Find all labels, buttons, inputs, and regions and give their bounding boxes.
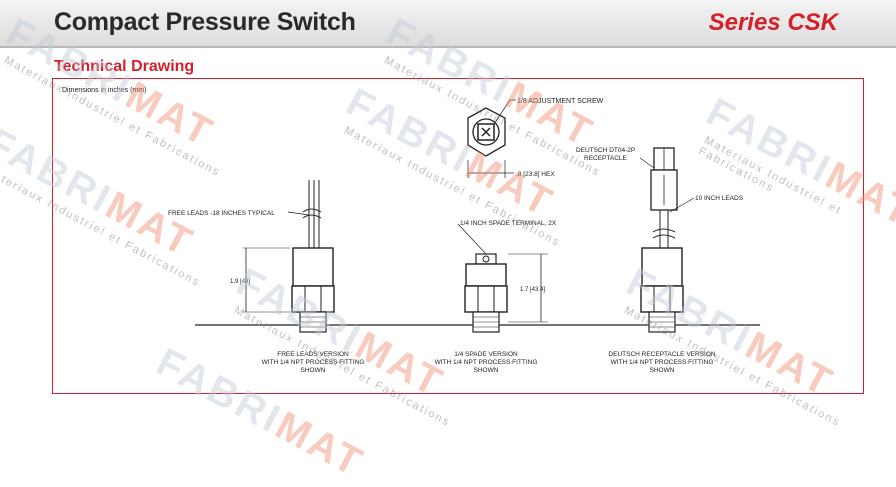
free-leads-caption-2: WITH 1/4 NPT PROCESS FITTING	[262, 359, 365, 366]
free-leads-caption-1: FREE LEADS VERSION	[277, 351, 349, 358]
spade-height-label: 1.7 [43.4]	[520, 287, 545, 293]
series-label: Series CSK	[708, 9, 838, 36]
dimensions-note: Dimensions in inches (mm)	[62, 87, 147, 94]
page-title: Compact Pressure Switch	[54, 8, 356, 36]
drawing-frame	[52, 78, 864, 394]
deutsch-caption-1: DEUTSCH RECEPTACLE VERSION	[608, 351, 715, 358]
spade-terminal-callout: 1/4 INCH SPADE TERMINAL, 2X	[460, 220, 557, 227]
free-leads-drawing	[243, 180, 335, 333]
free-leads-callout: FREE LEADS -18 INCHES TYPICAL	[168, 210, 275, 217]
adjustment-screw-label: 1/8 ADJUSTMENT SCREW	[517, 98, 604, 105]
deutsch-receptacle-label-1: DEUTSCH DT04-2P	[576, 147, 635, 154]
technical-drawing: 1/8 ADJUSTMENT SCREW .8 [23.8] HEX FREE …	[168, 98, 760, 374]
deutsch-caption-3: SHOWN	[650, 367, 675, 374]
spade-caption-2: WITH 1/4 NPT PROCESS FITTING	[435, 359, 538, 366]
deutsch-receptacle-label-2: RECEPTACLE	[584, 155, 628, 162]
hex-size-label: .8 [23.8] HEX	[516, 171, 555, 178]
deutsch-drawing	[639, 147, 695, 333]
free-leads-caption-3: SHOWN	[301, 367, 326, 374]
spade-caption-1: 1/4 SPADE VERSION	[454, 351, 518, 358]
deutsch-leads-label: 10 INCH LEADS	[695, 195, 744, 202]
spade-caption-3: SHOWN	[474, 367, 499, 374]
header-bar: Compact Pressure Switch Series CSK	[0, 0, 896, 48]
free-leads-height-label: 1.9 [49]	[230, 279, 250, 285]
top-view-hex	[467, 99, 516, 178]
section-title: Technical Drawing	[54, 58, 195, 75]
spade-drawing	[457, 223, 548, 333]
deutsch-caption-2: WITH 1/4 NPT PROCESS FITTING	[611, 359, 714, 366]
